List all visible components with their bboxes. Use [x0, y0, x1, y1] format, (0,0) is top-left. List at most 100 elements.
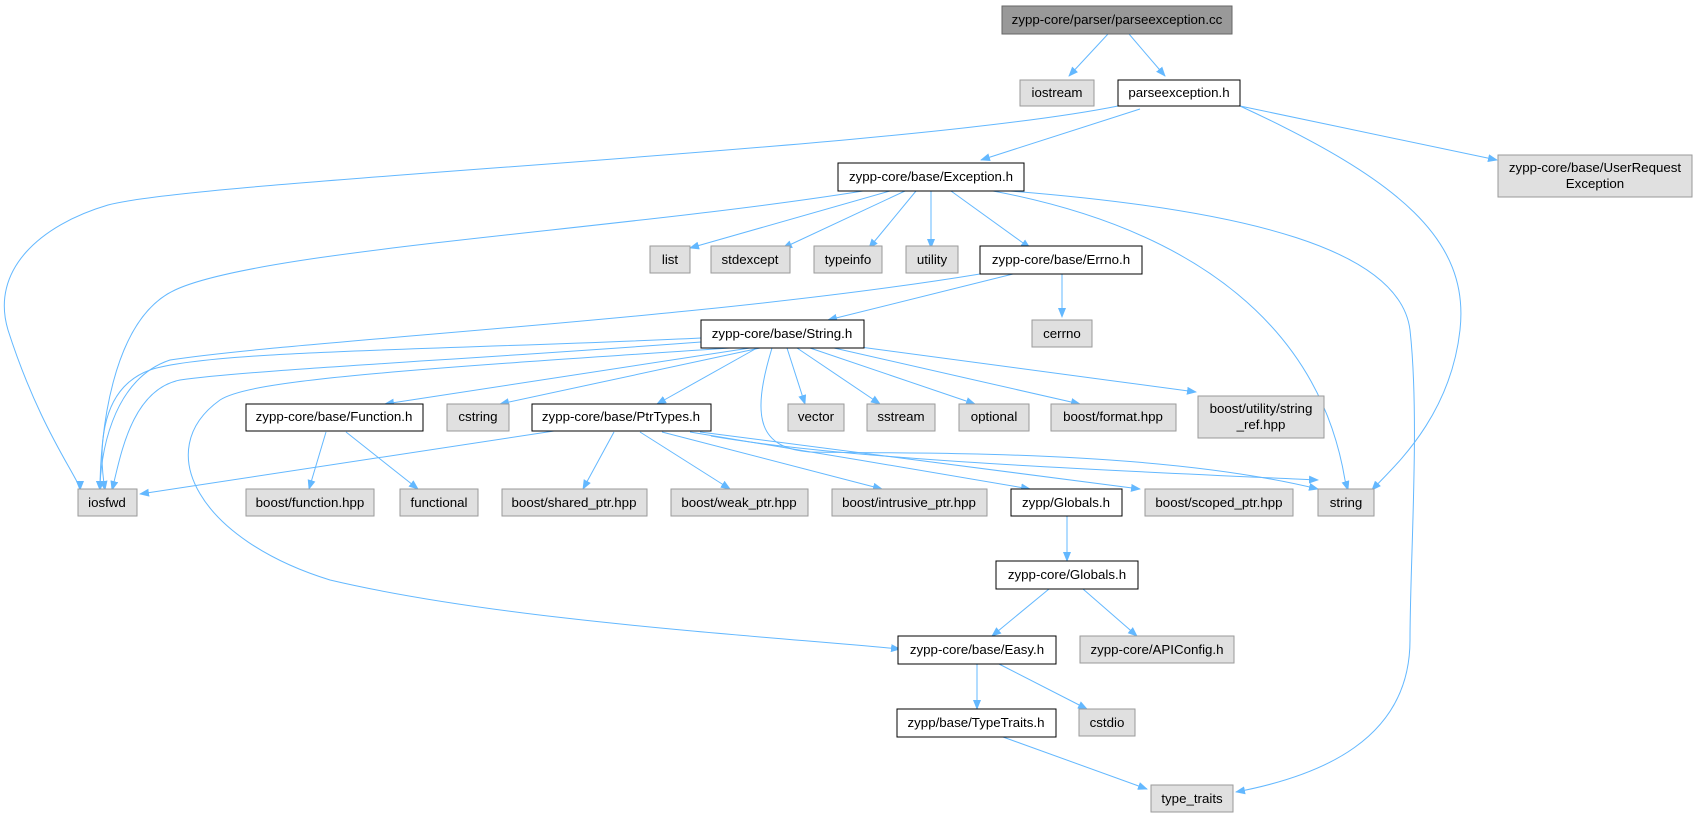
node-userrequest-exception-label-line1: zypp-core/base/UserRequest — [1509, 160, 1682, 175]
edge-string-h-cstring — [499, 347, 761, 407]
node-cstdio-label: cstdio — [1090, 715, 1125, 730]
edge-parseexception-userrequest — [1239, 105, 1498, 163]
node-vector[interactable]: vector — [787, 403, 845, 432]
node-exception-h[interactable]: zypp-core/base/Exception.h — [837, 162, 1025, 192]
node-root[interactable]: zypp-core/parser/parseexception.cc — [1001, 5, 1233, 35]
node-typeinfo[interactable]: typeinfo — [813, 245, 883, 274]
node-zypp-globals-h[interactable]: zypp/Globals.h — [1010, 488, 1123, 517]
node-boost-function[interactable]: boost/function.hpp — [245, 488, 375, 517]
edge-function-boost-function — [307, 431, 327, 490]
edge-core-globals-apiconfig — [1082, 588, 1138, 637]
edge-string-h-ptrtypes-h — [656, 347, 758, 405]
node-functional-label: functional — [411, 495, 468, 510]
nodes: zypp-core/parser/parseexception.cc iostr… — [77, 5, 1693, 813]
node-iosfwd[interactable]: iosfwd — [77, 488, 138, 517]
edge-exception-stdexcept — [782, 190, 906, 249]
node-sstream[interactable]: sstream — [866, 403, 936, 432]
node-ptrtypes-h-label: zypp-core/base/PtrTypes.h — [542, 409, 700, 424]
edge-string-h-function-h — [384, 347, 751, 407]
edges — [3, 33, 1498, 795]
node-utility-label: utility — [917, 252, 948, 267]
edge-root-parseexception-h — [1128, 33, 1166, 77]
node-errno-h[interactable]: zypp-core/base/Errno.h — [979, 245, 1143, 275]
edge-parseexception-iosfwd — [3, 105, 1119, 491]
node-cerrno[interactable]: cerrno — [1031, 319, 1093, 348]
node-cstdio[interactable]: cstdio — [1078, 708, 1136, 737]
node-core-globals-h[interactable]: zypp-core/Globals.h — [995, 560, 1139, 590]
edge-ptrtypes-boost-weak — [639, 431, 731, 490]
edge-string-h-boost-string-ref — [859, 346, 1197, 395]
node-boost-string-ref-label-line2: _ref.hpp — [1236, 417, 1286, 432]
edge-ptrtypes-string — [710, 435, 1319, 484]
node-zypp-globals-h-label: zypp/Globals.h — [1022, 495, 1110, 510]
node-apiconfig-h-label: zypp-core/APIConfig.h — [1090, 642, 1223, 657]
node-string-h[interactable]: zypp-core/base/String.h — [700, 319, 865, 349]
node-typeinfo-label: typeinfo — [825, 252, 872, 267]
node-boost-format-label: boost/format.hpp — [1063, 409, 1163, 424]
node-cstring[interactable]: cstring — [446, 403, 510, 432]
node-apiconfig-h[interactable]: zypp-core/APIConfig.h — [1079, 635, 1235, 664]
edge-parseexception-string — [1239, 105, 1462, 491]
node-boost-shared-ptr[interactable]: boost/shared_ptr.hpp — [501, 488, 648, 517]
edge-ptrtypes-boost-shared — [582, 431, 615, 490]
edge-easy-cstdio — [998, 663, 1088, 710]
node-optional-label: optional — [971, 409, 1018, 424]
edge-ptrtypes-boost-scoped — [699, 431, 1141, 492]
node-boost-scoped-ptr[interactable]: boost/scoped_ptr.hpp — [1144, 488, 1294, 517]
node-iostream-label: iostream — [1032, 85, 1083, 100]
node-userrequest-exception[interactable]: zypp-core/base/UserRequest Exception — [1497, 154, 1693, 198]
node-easy-h[interactable]: zypp-core/base/Easy.h — [897, 635, 1057, 665]
node-function-h[interactable]: zypp-core/base/Function.h — [245, 403, 424, 432]
node-cerrno-label: cerrno — [1043, 326, 1081, 341]
node-list[interactable]: list — [649, 245, 691, 274]
node-core-globals-h-label: zypp-core/Globals.h — [1008, 567, 1126, 582]
node-typetraits-h-label: zypp/base/TypeTraits.h — [908, 715, 1045, 730]
node-boost-format[interactable]: boost/format.hpp — [1050, 403, 1177, 432]
node-sstream-label: sstream — [877, 409, 924, 424]
edge-string-h-iosfwd-2 — [110, 341, 702, 491]
node-typetraits-h[interactable]: zypp/base/TypeTraits.h — [896, 708, 1057, 738]
edge-ptrtypes-boost-intrusive — [661, 431, 883, 491]
node-easy-h-label: zypp-core/base/Easy.h — [910, 642, 1044, 657]
node-ptrtypes-h[interactable]: zypp-core/base/PtrTypes.h — [531, 403, 712, 432]
node-function-h-label: zypp-core/base/Function.h — [256, 409, 413, 424]
edge-string-h-vector — [786, 347, 807, 405]
node-string[interactable]: string — [1317, 488, 1375, 517]
node-vector-label: vector — [798, 409, 835, 424]
node-string-h-label: zypp-core/base/String.h — [712, 326, 852, 341]
edge-exception-type-traits — [1009, 190, 1415, 795]
edge-string-h-string — [760, 347, 1319, 491]
node-list-label: list — [662, 252, 679, 267]
node-boost-intrusive-ptr[interactable]: boost/intrusive_ptr.hpp — [831, 488, 988, 517]
node-utility[interactable]: utility — [905, 245, 959, 274]
edge-string-h-sstream — [796, 347, 881, 405]
node-userrequest-exception-label-line2: Exception — [1566, 176, 1624, 191]
node-parseexception-h[interactable]: parseexception.h — [1117, 79, 1241, 107]
edge-string-h-boost-format — [833, 347, 1081, 406]
edge-errno-string-h — [827, 273, 1014, 322]
node-iostream[interactable]: iostream — [1019, 79, 1095, 107]
node-functional[interactable]: functional — [399, 488, 479, 517]
edge-string-h-easy-h — [187, 347, 901, 653]
node-boost-string-ref-label-line1: boost/utility/string — [1210, 401, 1313, 416]
node-errno-h-label: zypp-core/base/Errno.h — [992, 252, 1130, 267]
node-boost-weak-ptr[interactable]: boost/weak_ptr.hpp — [670, 488, 809, 517]
node-string-label: string — [1330, 495, 1363, 510]
edge-exception-errno-h — [950, 190, 1031, 249]
node-stdexcept[interactable]: stdexcept — [710, 245, 791, 274]
node-optional[interactable]: optional — [958, 403, 1030, 432]
node-exception-h-label: zypp-core/base/Exception.h — [849, 169, 1013, 184]
node-parseexception-h-label: parseexception.h — [1128, 85, 1229, 100]
edge-exception-string — [992, 190, 1350, 491]
edge-function-functional — [345, 431, 419, 490]
edge-core-globals-easy-h — [991, 588, 1050, 637]
node-type-traits[interactable]: type_traits — [1150, 784, 1234, 813]
node-stdexcept-label: stdexcept — [722, 252, 779, 267]
node-boost-string-ref[interactable]: boost/utility/string _ref.hpp — [1197, 395, 1325, 439]
node-type-traits-label: type_traits — [1161, 791, 1223, 806]
edge-root-iostream — [1068, 33, 1109, 77]
edge-errno-iosfwd — [96, 273, 981, 491]
node-boost-scoped-ptr-label: boost/scoped_ptr.hpp — [1155, 495, 1282, 510]
node-boost-weak-ptr-label: boost/weak_ptr.hpp — [681, 495, 796, 510]
